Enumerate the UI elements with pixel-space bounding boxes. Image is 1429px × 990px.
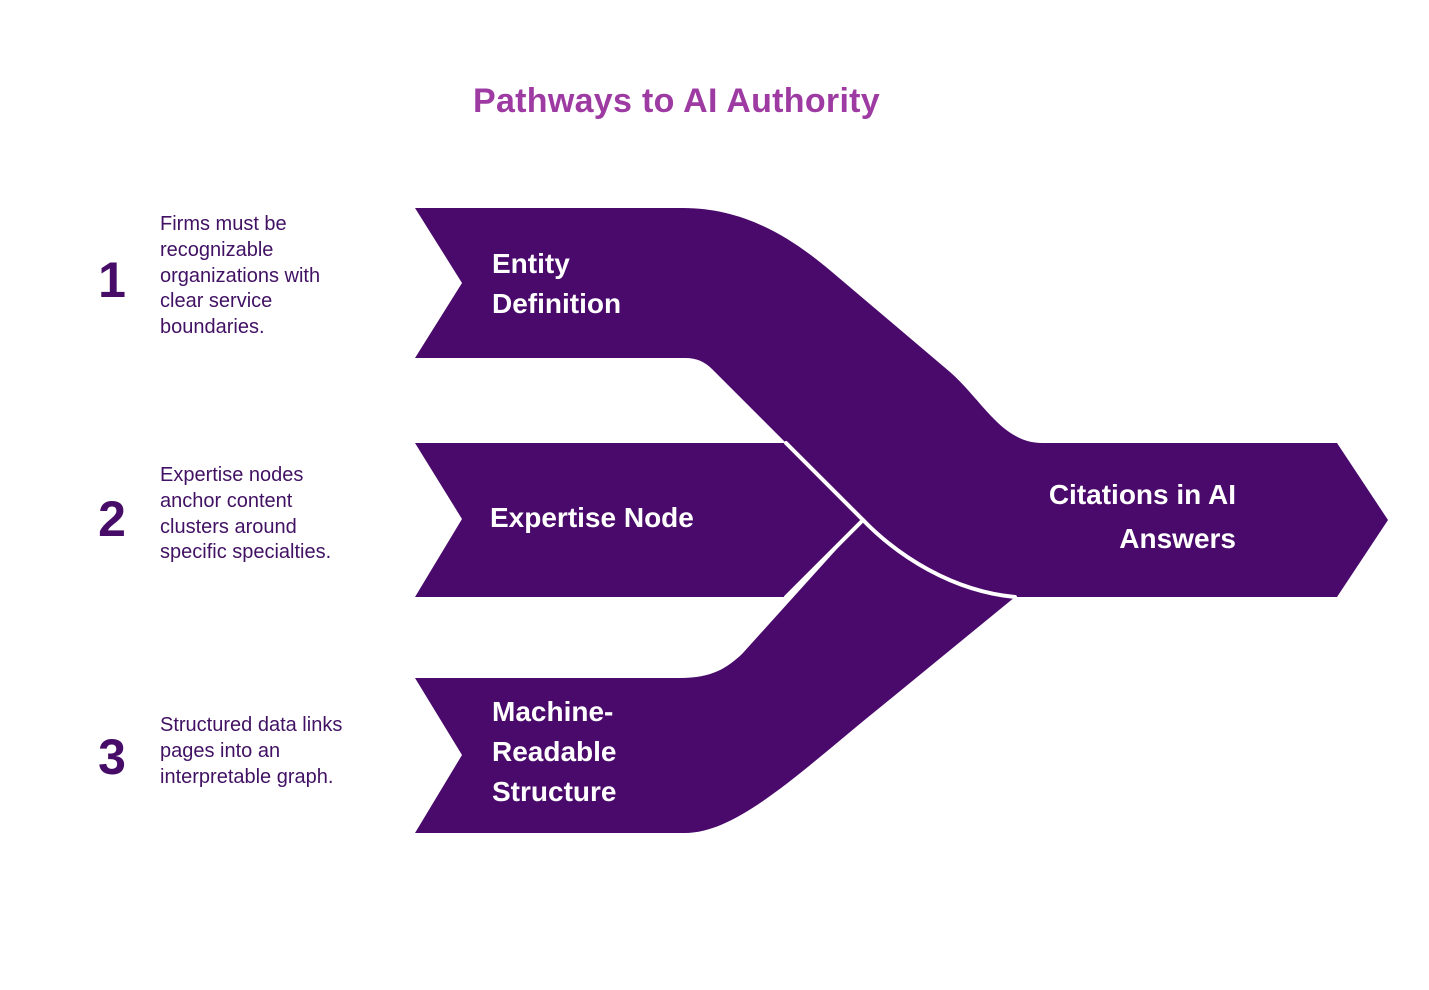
step-3-number: 3	[98, 729, 126, 785]
separator-merge-curve	[861, 518, 1017, 599]
step-3-description: Structured data links pages into an inte…	[160, 714, 343, 788]
flow-separators	[784, 441, 1017, 599]
flow-band-entity-definition-and-result-arrow	[415, 208, 1388, 597]
flow-band-expertise-node	[415, 443, 863, 597]
page-title: Pathways to AI Authority	[472, 82, 881, 120]
band-label-citations-in-ai-answers: Citations in AI Answers	[1048, 479, 1236, 554]
step-1-description: Firms must be recognizable organizations…	[160, 213, 321, 339]
step-1-number: 1	[98, 252, 126, 308]
step-2-number: 2	[98, 491, 126, 547]
flow-band-machine-readable-structure	[415, 520, 1015, 833]
band-label-machine-readable-structure: Machine- Readable Structure	[492, 696, 617, 807]
band-label-expertise-node: Expertise Node	[490, 502, 694, 533]
band-label-entity-definition: Entity Definition	[492, 248, 622, 319]
step-2-description: Expertise nodes anchor content clusters …	[160, 464, 332, 564]
